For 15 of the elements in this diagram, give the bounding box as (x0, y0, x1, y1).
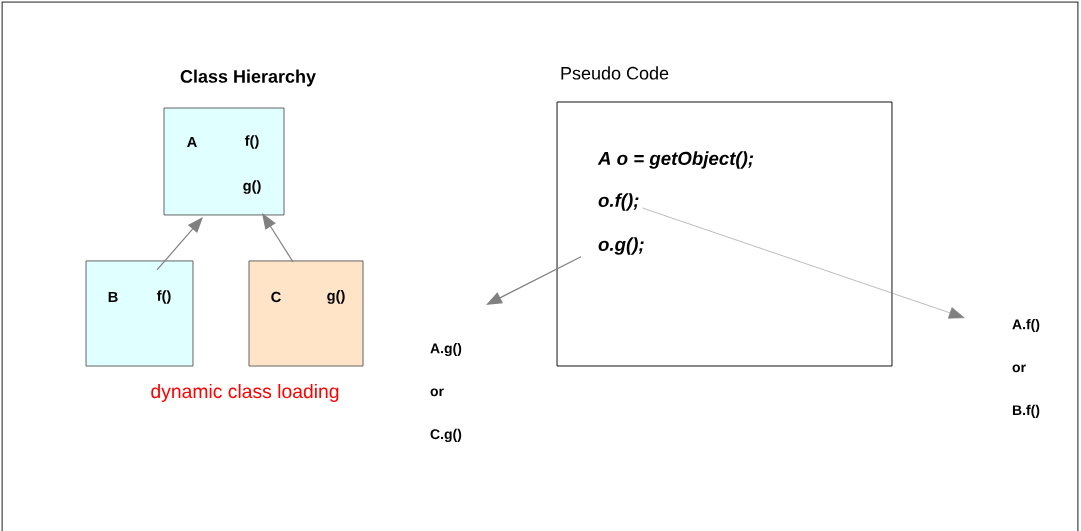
heading: Class Hierarchy (180, 69, 316, 87)
arrow (642, 207, 965, 319)
code-line: o.f(); (598, 193, 639, 211)
class-box: B f() (85, 260, 194, 367)
class-box: A f() g() (163, 107, 285, 216)
method-text: A.f() or B.f() (1012, 319, 1040, 418)
code-line: A o = getObject(); (597, 151, 754, 169)
arrow (156, 217, 203, 271)
class-box: C g() (248, 260, 364, 367)
arrow (486, 256, 582, 305)
code-line: o.g(); (598, 237, 644, 255)
node-label: Pseudo Code (561, 66, 669, 80)
note-text: dynamic class loading (151, 383, 339, 402)
arrow (262, 213, 294, 263)
method-text: A.g() or C.g() (430, 343, 462, 442)
